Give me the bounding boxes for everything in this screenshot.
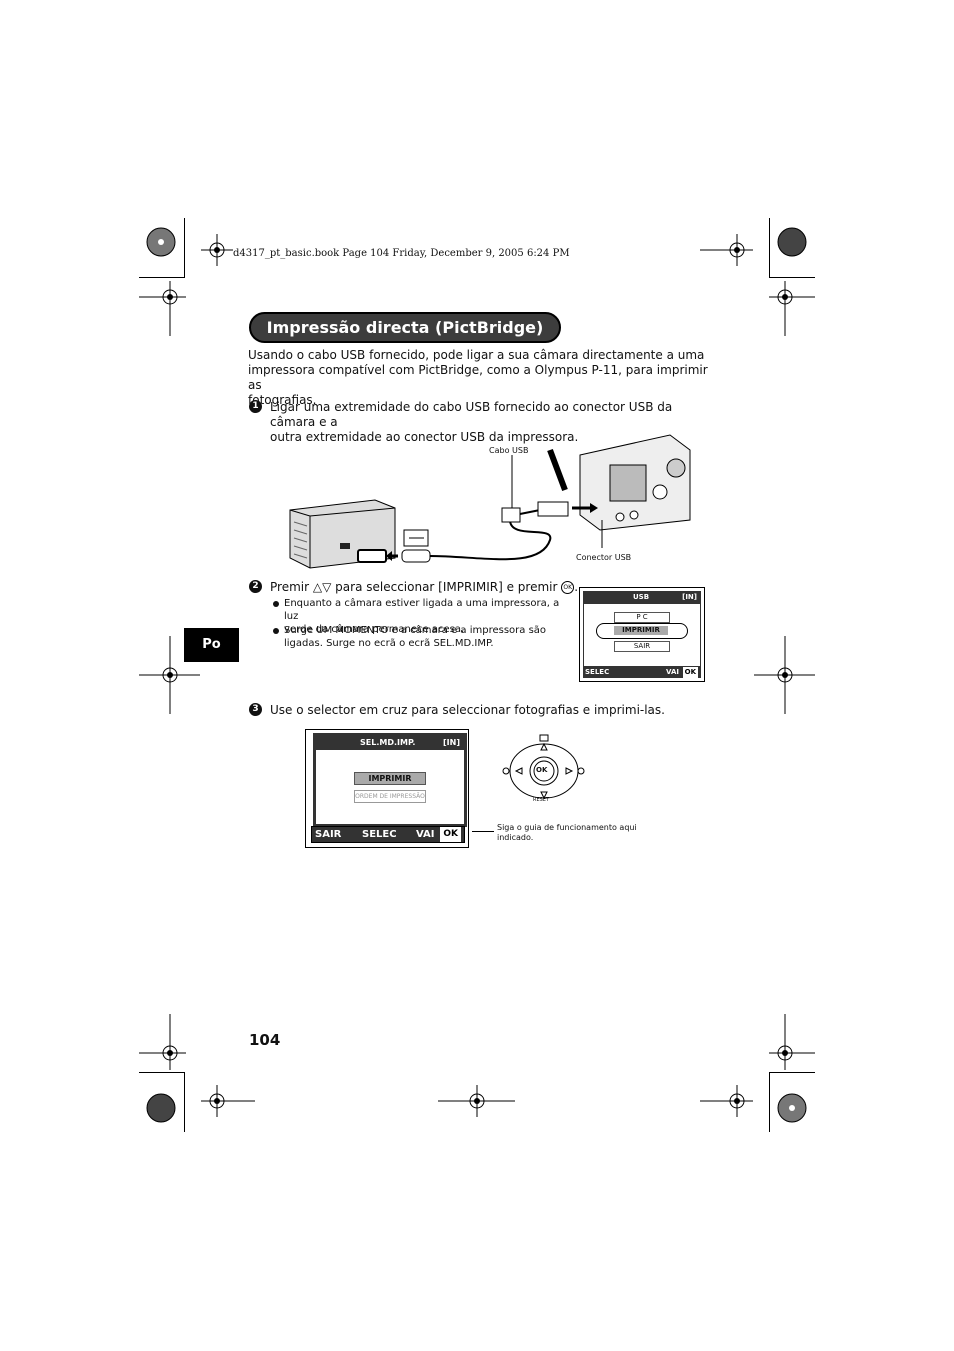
printer-usb-port <box>357 549 387 563</box>
intro-paragraph: Usando o cabo USB fornecido, pode ligar … <box>248 348 708 407</box>
camera-illustration <box>547 434 691 531</box>
page-title: Impressão directa (PictBridge) <box>249 312 561 343</box>
grey-patch-icon <box>146 1093 176 1123</box>
bullet-icon <box>273 601 279 607</box>
ok-label: OK <box>536 766 548 774</box>
usb-symbol-icon <box>403 529 429 547</box>
registration-target-icon <box>139 281 186 336</box>
bullet-text: Surge UM MOMENTO e a câmara e a impresso… <box>284 625 547 649</box>
connector-label: Conector USB <box>576 553 632 562</box>
reset-label: RESET <box>533 797 550 803</box>
registration-target-icon <box>769 281 815 336</box>
print-mode-screen: SEL.MD.IMP. [IN] IMPRIMIR ORDEM DE IMPRE… <box>305 729 469 848</box>
usb-cable <box>429 515 552 561</box>
bullet-icon <box>273 628 279 634</box>
usb-menu-screen: USB [IN] P C IMPRIMIR SAIR SELEC VAI OK <box>579 587 705 682</box>
menu-item-sair: SAIR <box>614 641 670 652</box>
leader-line <box>472 831 494 832</box>
registration-target-icon <box>139 1014 186 1070</box>
step-number: 3 <box>249 703 262 716</box>
arrow-pad-figure <box>502 734 585 800</box>
step1-text: Ligar uma extremidade do cabo USB fornec… <box>270 400 673 444</box>
starburst-icon <box>777 1093 807 1123</box>
registration-target-icon <box>700 1085 753 1117</box>
step2-text: Premir △▽ para seleccionar [IMPRIMIR] e … <box>270 580 579 594</box>
book-header: d4317_pt_basic.book Page 104 Friday, Dec… <box>233 248 570 259</box>
menu-item-ordem: ORDEM DE IMPRESSÃO <box>354 790 426 803</box>
starburst-icon <box>146 227 176 257</box>
step3-text: Use o selector em cruz para seleccionar … <box>270 703 665 717</box>
step-number: 1 <box>249 400 262 413</box>
registration-target-icon <box>201 1085 255 1117</box>
menu-item-imprimir: IMPRIMIR <box>354 772 426 785</box>
bullet-text: Enquanto a câmara estiver ligada a uma i… <box>284 598 560 635</box>
cable-label: Cabo USB <box>489 446 529 455</box>
page-number: 104 <box>249 1031 281 1049</box>
grey-patch-icon <box>777 227 807 257</box>
menu-item-imprimir: IMPRIMIR <box>614 626 668 635</box>
usb-connection-figure <box>289 434 691 569</box>
up-down-arrows-icon: △▽ <box>312 580 332 594</box>
registration-target-icon <box>769 1014 815 1070</box>
registration-target-icon <box>700 234 753 266</box>
step-number: 2 <box>249 580 262 593</box>
menu-item-pc: P C <box>614 612 670 623</box>
language-tab: Po <box>184 628 239 662</box>
